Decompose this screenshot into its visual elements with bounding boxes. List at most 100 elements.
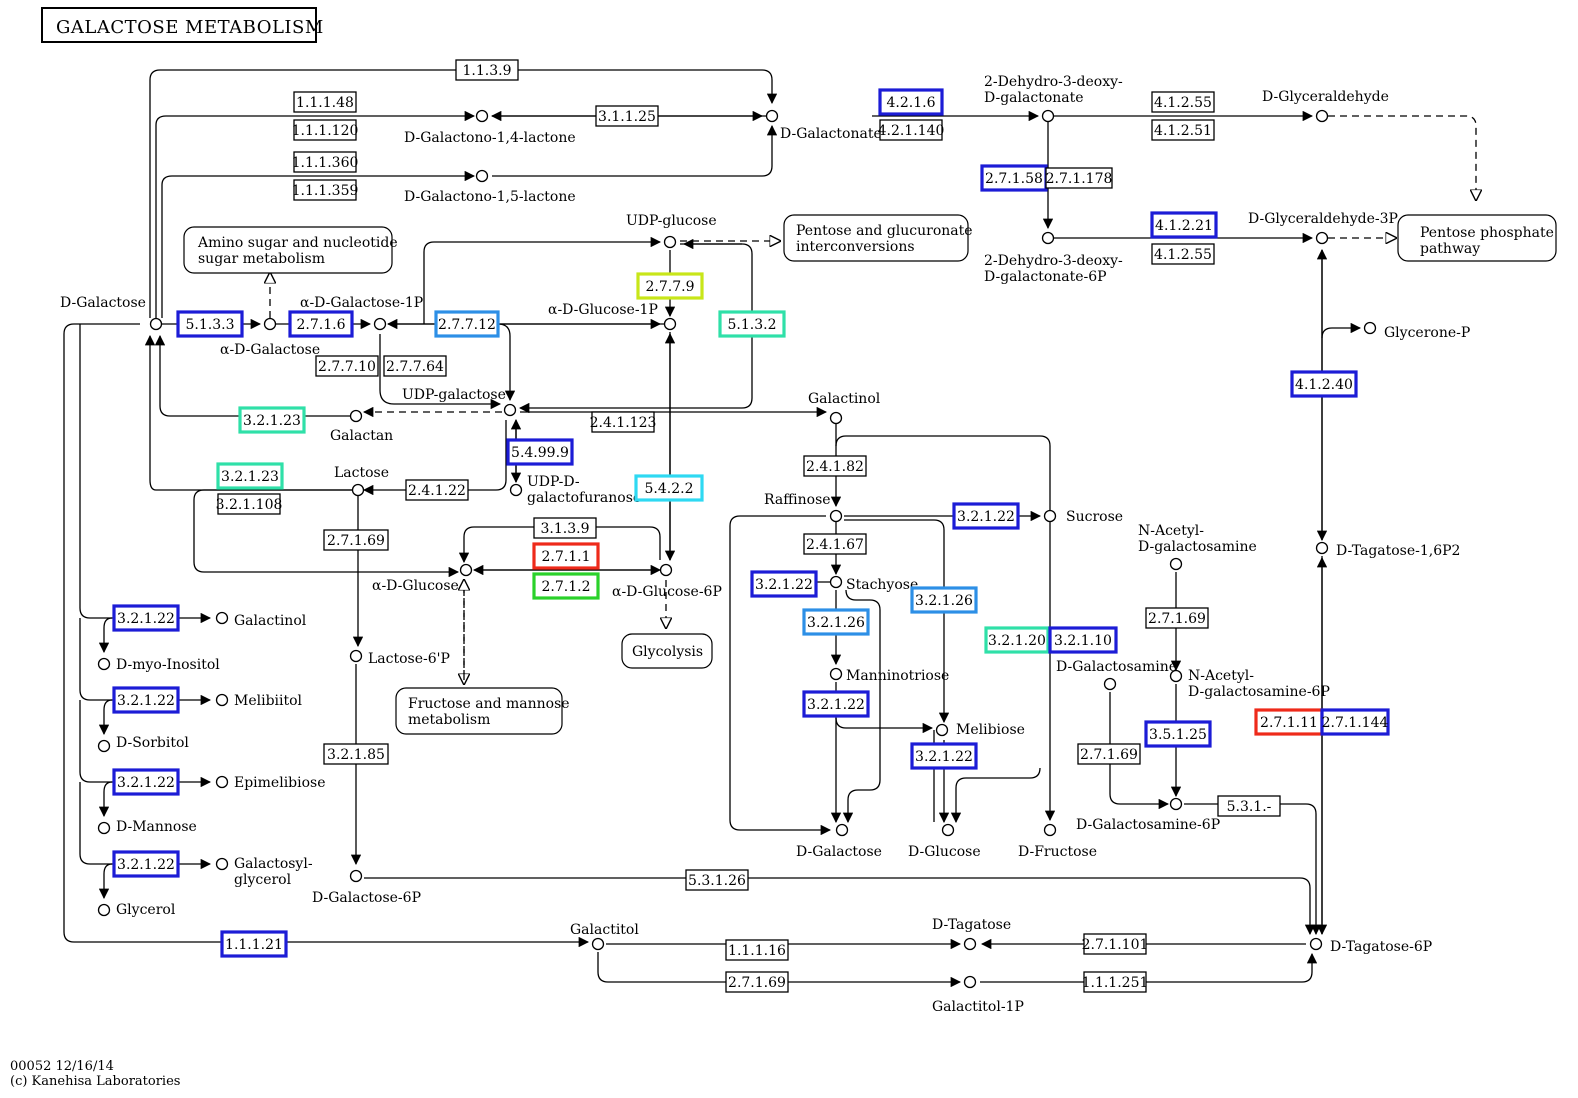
enzyme-box[interactable] bbox=[1077, 743, 1141, 765]
node-d-galactose[interactable] bbox=[149, 317, 163, 331]
enzyme-box[interactable] bbox=[293, 151, 357, 173]
enzyme-1-1-1-48[interactable]: 1.1.1.48 bbox=[293, 91, 357, 113]
enzyme-2-7-1-69[interactable]: 2.7.1.69 bbox=[725, 971, 789, 993]
node-d-galactono-14-lactone[interactable] bbox=[475, 109, 489, 123]
enzyme-2-4-1-22[interactable]: 2.4.1.22 bbox=[405, 479, 469, 501]
enzyme-2-7-1-2[interactable]: 2.7.1.2 bbox=[532, 572, 600, 600]
enzyme-3-2-1-22[interactable]: 3.2.1.22 bbox=[952, 502, 1020, 530]
node-d-galactosamine[interactable] bbox=[1103, 677, 1117, 691]
enzyme-3-1-1-25[interactable]: 3.1.1.25 bbox=[595, 105, 659, 127]
enzyme-box[interactable] bbox=[216, 462, 284, 490]
map-pentose-phosphate[interactable]: Pentose phosphate pathway bbox=[1397, 214, 1557, 262]
enzyme-box[interactable] bbox=[591, 411, 655, 433]
enzyme-3-2-1-23[interactable]: 3.2.1.23 bbox=[238, 406, 306, 434]
node-d-tagatose[interactable] bbox=[963, 937, 977, 951]
enzyme-box[interactable] bbox=[1151, 243, 1215, 265]
node-d-fructose[interactable] bbox=[1043, 823, 1057, 837]
node-d-galactosamine-6p[interactable] bbox=[1169, 797, 1183, 811]
node-manninotriose[interactable] bbox=[829, 667, 843, 681]
enzyme-3-5-1-25[interactable]: 3.5.1.25 bbox=[1144, 720, 1212, 748]
node-udp-galactose[interactable] bbox=[503, 403, 517, 417]
enzyme-box[interactable] bbox=[750, 570, 818, 598]
enzyme-box[interactable] bbox=[293, 119, 357, 141]
enzyme-2-7-7-64[interactable]: 2.7.7.64 bbox=[383, 355, 447, 377]
node-alpha-d-glucose-1p[interactable] bbox=[663, 317, 677, 331]
map-glycolysis[interactable]: Glycolysis bbox=[621, 633, 713, 669]
enzyme-box[interactable] bbox=[323, 529, 389, 551]
enzyme-4-1-2-21[interactable]: 4.1.2.21 bbox=[1150, 211, 1218, 239]
enzyme-box[interactable] bbox=[1144, 720, 1212, 748]
enzyme-box[interactable] bbox=[217, 493, 281, 515]
node-alpha-d-glucose[interactable] bbox=[459, 563, 473, 577]
enzyme-2-7-1-69[interactable]: 2.7.1.69 bbox=[1145, 607, 1209, 629]
enzyme-box[interactable] bbox=[176, 310, 244, 338]
node-stachyose[interactable] bbox=[829, 575, 843, 589]
enzyme-4-2-1-140[interactable]: 4.2.1.140 bbox=[878, 119, 945, 141]
node-d-sorbitol[interactable] bbox=[97, 739, 111, 753]
node-glycerol[interactable] bbox=[97, 903, 111, 917]
enzyme-2-4-1-123[interactable]: 2.4.1.123 bbox=[590, 411, 657, 433]
enzyme-box[interactable] bbox=[718, 310, 786, 338]
enzyme-box[interactable] bbox=[293, 91, 357, 113]
node-galactosyl-glycerol[interactable] bbox=[215, 857, 229, 871]
enzyme-box[interactable] bbox=[506, 438, 574, 466]
node-sucrose[interactable] bbox=[1043, 509, 1057, 523]
enzyme-box[interactable] bbox=[634, 474, 704, 502]
node-alpha-d-galactose[interactable] bbox=[263, 317, 277, 331]
map-pentose-glucuronate[interactable]: Pentose and glucuronate interconversions bbox=[783, 214, 973, 262]
enzyme-2-7-1-1[interactable]: 2.7.1.1 bbox=[532, 542, 600, 570]
enzyme-3-2-1-22[interactable]: 3.2.1.22 bbox=[910, 742, 978, 770]
node-d-glucose[interactable] bbox=[941, 823, 955, 837]
node-n-acetyl-d-galactosamine[interactable] bbox=[1169, 557, 1183, 571]
enzyme-box[interactable] bbox=[1083, 933, 1147, 955]
enzyme-2-7-1-6[interactable]: 2.7.1.6 bbox=[288, 310, 354, 338]
enzyme-3-2-1-22[interactable]: 3.2.1.22 bbox=[112, 686, 180, 714]
enzyme-box[interactable] bbox=[532, 542, 600, 570]
enzyme-box[interactable] bbox=[879, 119, 943, 141]
node-galactinol-2[interactable] bbox=[215, 611, 229, 625]
enzyme-box[interactable] bbox=[984, 626, 1050, 654]
node-udp-d-galactofuranose[interactable] bbox=[509, 483, 523, 497]
enzyme-box[interactable] bbox=[802, 690, 870, 718]
enzyme-2-7-1-178[interactable]: 2.7.1.178 bbox=[1045, 167, 1113, 189]
enzyme-3-1-3-9[interactable]: 3.1.3.9 bbox=[533, 517, 597, 539]
enzyme-1-1-1-360[interactable]: 1.1.1.360 bbox=[292, 151, 359, 173]
enzyme-box[interactable] bbox=[1048, 626, 1118, 654]
enzyme-box[interactable] bbox=[1320, 708, 1390, 736]
map-amino-sugar[interactable]: Amino sugar and nucleotide sugar metabol… bbox=[183, 226, 398, 274]
enzyme-box[interactable] bbox=[1045, 167, 1113, 189]
node-d-galactono-15-lactone[interactable] bbox=[475, 169, 489, 183]
node-d-myo-inositol[interactable] bbox=[97, 657, 111, 671]
enzyme-3-2-1-85[interactable]: 3.2.1.85 bbox=[323, 743, 389, 765]
enzyme-4-1-2-55[interactable]: 4.1.2.55 bbox=[1151, 91, 1215, 113]
enzyme-box[interactable] bbox=[383, 355, 447, 377]
enzyme-box[interactable] bbox=[595, 105, 659, 127]
enzyme-5-3-1--[interactable]: 5.3.1.- bbox=[1217, 795, 1281, 817]
enzyme-1-1-1-21[interactable]: 1.1.1.21 bbox=[220, 930, 288, 958]
node-alpha-d-galactose-1p[interactable] bbox=[373, 317, 387, 331]
enzyme-2-7-7-9[interactable]: 2.7.7.9 bbox=[636, 272, 704, 300]
enzyme-3-2-1-108[interactable]: 3.2.1.108 bbox=[216, 493, 283, 515]
enzyme-box[interactable] bbox=[220, 930, 288, 958]
enzyme-3-2-1-26[interactable]: 3.2.1.26 bbox=[910, 586, 978, 614]
node-d-mannose[interactable] bbox=[97, 821, 111, 835]
enzyme-box[interactable] bbox=[980, 164, 1048, 192]
node-galactitol-1p[interactable] bbox=[963, 975, 977, 989]
enzyme-2-7-7-10[interactable]: 2.7.7.10 bbox=[315, 355, 379, 377]
enzyme-5-4-99-9[interactable]: 5.4.99.9 bbox=[506, 438, 574, 466]
enzyme-2-7-7-12[interactable]: 2.7.7.12 bbox=[434, 310, 500, 338]
node-d-glyceraldehyde-3p[interactable] bbox=[1315, 231, 1329, 245]
enzyme-box[interactable] bbox=[315, 355, 379, 377]
enzyme-box[interactable] bbox=[1254, 708, 1324, 736]
enzyme-2-7-1-144[interactable]: 2.7.1.144 bbox=[1320, 708, 1390, 736]
enzyme-1-1-3-9[interactable]: 1.1.3.9 bbox=[455, 59, 519, 81]
enzyme-2-7-1-58[interactable]: 2.7.1.58 bbox=[980, 164, 1048, 192]
enzyme-3-2-1-20[interactable]: 3.2.1.20 bbox=[984, 626, 1050, 654]
enzyme-2-4-1-82[interactable]: 2.4.1.82 bbox=[803, 455, 867, 477]
enzyme-box[interactable] bbox=[112, 768, 180, 796]
node-d-galactonate[interactable] bbox=[765, 109, 779, 123]
enzyme-box[interactable] bbox=[455, 59, 519, 81]
enzyme-box[interactable] bbox=[1290, 370, 1358, 398]
enzyme-4-2-1-6[interactable]: 4.2.1.6 bbox=[878, 88, 944, 116]
node-melibiose[interactable] bbox=[935, 723, 949, 737]
